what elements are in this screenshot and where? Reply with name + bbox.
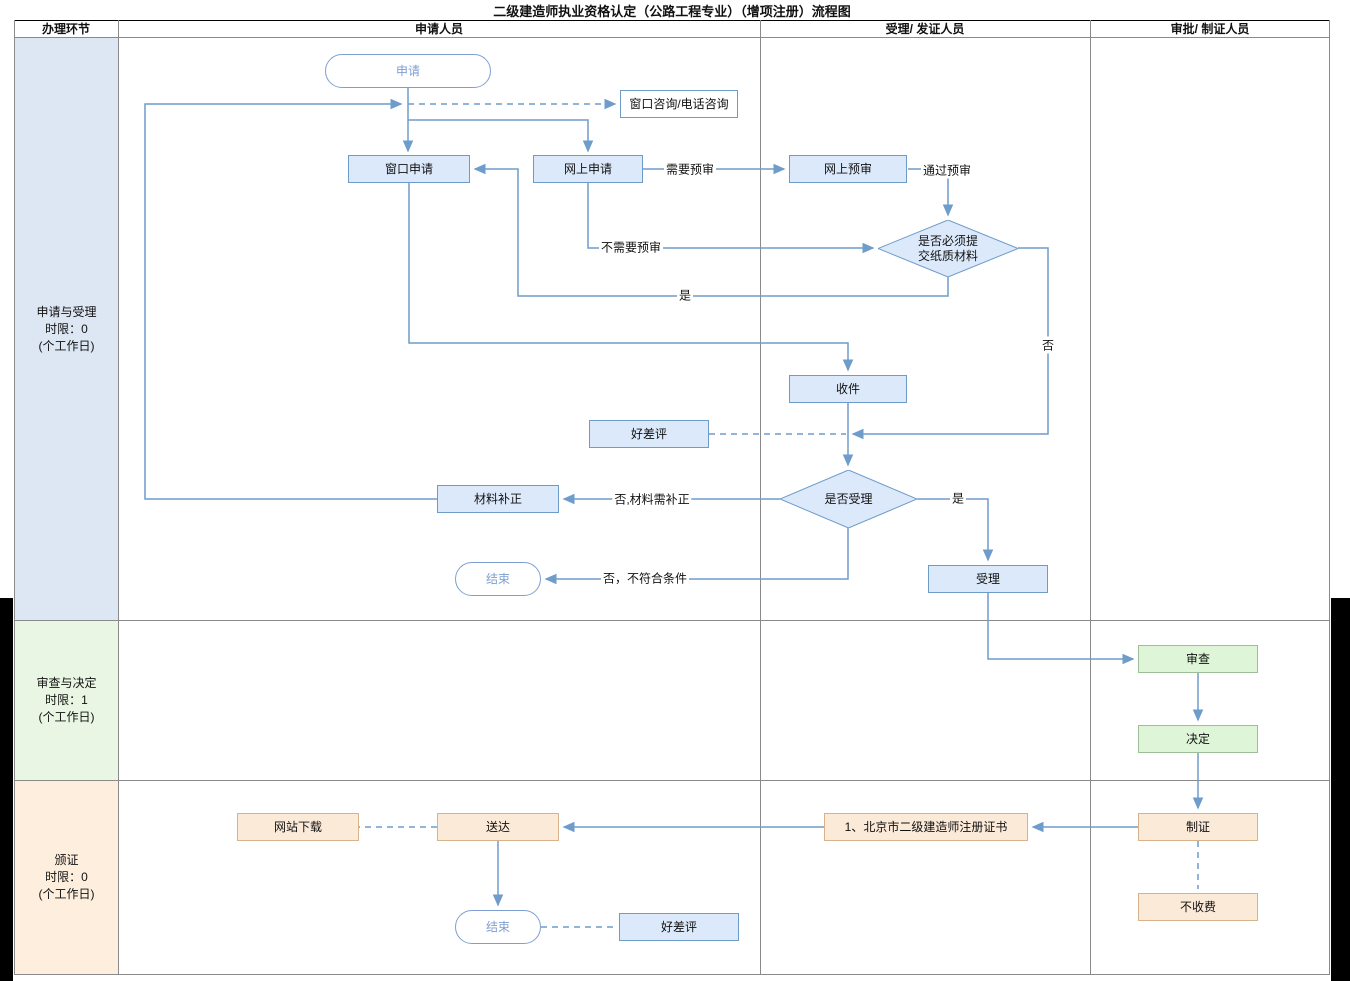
edge-label-no-material-fix: 否,材料需补正 (612, 490, 692, 508)
edge-label-yes-accept: 是 (949, 489, 967, 507)
edge-label-yes-paper: 是 (676, 286, 694, 304)
stage1-limit: 时限：0 (45, 321, 88, 336)
page-title: 二级建造师执业资格认定（公路工程专业）（增项注册）流程图 (14, 0, 1330, 20)
node-start-apply: 申请 (325, 54, 491, 88)
node-no-fee: 不收费 (1138, 893, 1258, 921)
stage2-unit: (个工作日) (38, 710, 95, 724)
node-decision-paper-required-label: 是否必须提交纸质材料 (917, 234, 978, 263)
diamond-shape (878, 220, 1018, 277)
node-online-precheck: 网上预审 (789, 155, 907, 183)
stage-band-apply-accept: 申请与受理 时限：0 (个工作日) (15, 38, 118, 620)
stage-band-issue-cert: 颁证 时限：0 (个工作日) (15, 781, 118, 974)
node-online-apply: 网上申请 (533, 155, 643, 183)
node-accept: 受理 (928, 565, 1048, 593)
letterbox-left (0, 598, 13, 981)
letterbox-right (1331, 598, 1350, 981)
node-make-certificate: 制证 (1138, 813, 1258, 841)
stage-band-review-decide: 审查与决定 时限：1 (个工作日) (15, 621, 118, 780)
stage2-limit: 时限：1 (45, 693, 88, 707)
stage1-text: 申请与受理 时限：0 (个工作日) (36, 304, 96, 355)
edge-label-no-precheck: 不需要预审 (598, 238, 664, 256)
node-decision-accept: 是否受理 (780, 470, 917, 528)
header-approver-col: 审批/ 制证人员 (1170, 22, 1250, 36)
header-stage-col: 办理环节 (41, 22, 90, 36)
edge-label-pass-precheck: 通过预审 (920, 161, 974, 179)
node-receive-documents: 收件 (789, 375, 907, 403)
stage3-unit: (个工作日) (38, 887, 95, 901)
edge-label-no-paper: 否 (1039, 336, 1057, 354)
node-decision-accept-label: 是否受理 (824, 491, 873, 506)
stage2-name: 审查与决定 (36, 676, 97, 690)
node-end-1: 结束 (455, 562, 541, 596)
stage1-name: 申请与受理 (36, 304, 97, 319)
node-window-phone-consult: 窗口咨询/电话咨询 (620, 90, 738, 118)
node-certificate-name: 1、北京市二级建造师注册证书 (824, 813, 1028, 841)
diamond-shape (780, 470, 917, 528)
node-deliver: 送达 (437, 813, 559, 841)
stage2-text: 审查与决定 时限：1 (个工作日) (36, 675, 96, 726)
edge-label-no-condition: 否，不符合条件 (600, 569, 690, 587)
edge-label-need-precheck: 需要预审 (663, 160, 717, 178)
header-acceptor-col: 受理/ 发证人员 (885, 22, 965, 36)
node-rating-top: 好差评 (589, 420, 709, 448)
stage3-limit: 时限：0 (45, 870, 88, 884)
stage3-text: 颁证 时限：0 (个工作日) (39, 852, 95, 903)
stage1-unit: (个工作日) (38, 338, 95, 353)
node-review: 审查 (1138, 645, 1258, 673)
node-window-apply: 窗口申请 (348, 155, 470, 183)
stage3-name: 颁证 (54, 853, 79, 867)
node-material-correction: 材料补正 (437, 485, 559, 513)
header-applicant-col: 申请人员 (414, 22, 463, 36)
node-rating-bottom: 好差评 (619, 913, 739, 941)
node-end-2: 结束 (455, 910, 541, 944)
node-website-download: 网站下载 (237, 813, 359, 841)
node-decision-paper-required: 是否必须提交纸质材料 (878, 220, 1018, 277)
node-decide: 决定 (1138, 725, 1258, 753)
